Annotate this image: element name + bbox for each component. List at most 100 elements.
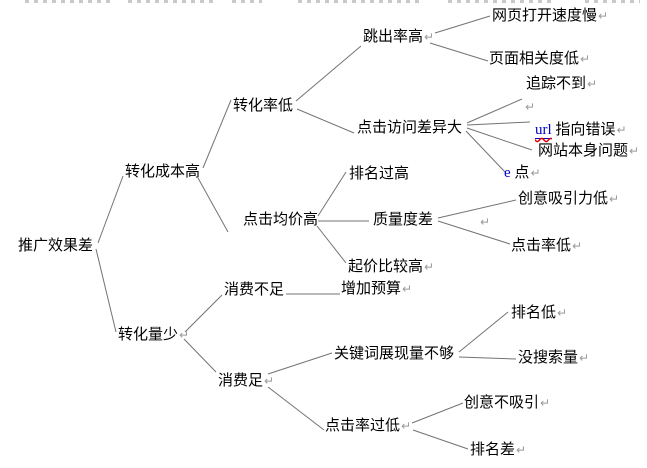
node-label: 起价比较高 [348,259,424,275]
clipped-text-row [448,0,555,3]
node-label: 页面相关度低 [489,51,580,67]
connector-line [95,248,117,333]
node-label: 转化量少 [118,327,179,343]
node-keyword-impressions-low[interactable]: 关键词展现量不够 [334,347,454,362]
paragraph-mark-icon: ↵ [579,351,590,365]
node-creative-appeal-low[interactable]: 创意吸引力低↵ [518,192,619,207]
connector-line [434,15,491,34]
connector-line [458,356,517,360]
node-label: 增加预算 [341,281,402,297]
node-page-relevance-low[interactable]: 页面相关度低↵ [489,52,590,67]
node-rank-too-high[interactable]: 排名过高 [349,167,409,182]
paragraph-mark-icon: ↵ [629,144,640,158]
node-label: 追踪不到 [526,76,587,92]
connector-line [437,199,517,219]
connector-line [197,177,229,233]
connector-line [458,311,509,353]
node-label: 点 [510,165,530,181]
node-label: 指向错误 [551,122,616,138]
node-label: 网站本身问题 [538,143,629,159]
node-click-visit-gap-large[interactable]: 点击访问差异大 [357,121,462,136]
node-label: 点击率低 [511,238,572,254]
node-spend-enough[interactable]: 消费足↵ [218,374,274,389]
node-label: 消费足 [218,373,264,389]
node-conversion-volume-low[interactable]: 转化量少↵ [118,328,189,343]
connector-line [466,127,533,151]
node-label: 没搜索量 [518,350,579,366]
node-rank-poor[interactable]: 排名差↵ [470,443,526,458]
paragraph-mark-icon: ↵ [540,396,551,410]
paragraph-mark-icon: ↵ [587,77,598,91]
node-rank-low[interactable]: 排名低↵ [511,306,567,321]
clipped-text-row [25,0,115,3]
paragraph-mark-icon: ↵ [530,166,541,180]
node-label: 创意不吸引 [464,395,540,411]
node-label: 排名低 [511,305,557,321]
connector-line [412,429,469,450]
paragraph-mark-icon: ↵ [424,260,435,274]
node-cpc-high[interactable]: 点击均价高 [243,213,318,228]
paragraph-mark-icon: ↵ [580,52,591,66]
node-cannot-track[interactable]: 追踪不到↵ [526,77,597,92]
node-website-own-problem[interactable]: 网站本身问题↵ [538,144,639,159]
paragraph-mark-icon: ↵ [179,328,190,342]
node-bounce-rate-high[interactable]: 跳出率高↵ [363,30,434,45]
node-conversion-rate-low[interactable]: 转化率低 [233,99,293,114]
node-spend-insufficient[interactable]: 消费不足 [224,283,284,298]
connector-line [184,294,223,333]
paragraph-mark-icon: ↵ [264,374,275,388]
node-label: 点击访问差异大 [357,120,463,136]
node-label: 创意吸引力低 [518,191,609,207]
node-creative-unattractive[interactable]: 创意不吸引↵ [464,396,550,411]
node-label: 关键词展现量不够 [334,346,455,362]
node-url-points-wrong[interactable]: url 指向错误↵ [535,122,627,139]
paragraph-mark-icon: ↵ [480,215,491,229]
connector-line [466,98,523,124]
node-no-search-volume[interactable]: 没搜索量↵ [518,351,589,366]
node-label: 网页打开速度慢 [492,8,598,24]
node-conversion-cost-high[interactable]: 转化成本高 [125,165,200,180]
node-label: 消费不足 [224,282,285,298]
node-ctr-too-low[interactable]: 点击率过低↵ [325,419,411,434]
node-empty-paragraph[interactable]: ↵ [479,215,490,230]
paragraph-mark-icon: ↵ [616,123,627,137]
connector-line [183,338,217,373]
node-label: 转化率低 [233,98,294,114]
clipped-text-row [232,0,262,3]
connector-line [437,220,511,245]
node-root[interactable]: 推广效果差 [18,239,93,254]
connector-line [317,171,347,217]
paragraph-mark-icon: ↵ [609,192,620,206]
connector-line [429,42,489,62]
paragraph-mark-icon: ↵ [424,30,435,44]
node-label: 排名差 [470,442,516,458]
node-e-dot[interactable]: e 点↵ [504,166,541,181]
connector-line [267,352,333,375]
paragraph-mark-icon: ↵ [402,282,413,296]
node-label: 点击均价高 [243,212,319,228]
node-label: 排名过高 [349,166,410,182]
connector-line [97,175,124,244]
node-start-price-high[interactable]: 起价比较高↵ [348,260,434,275]
connector-line [202,99,232,169]
node-increase-budget[interactable]: 增加预算↵ [341,282,412,297]
url-misspelled-word: url [535,122,552,139]
paragraph-mark-icon: ↵ [572,239,583,253]
connector-line [267,386,325,431]
connector-line [411,402,464,424]
paragraph-mark-icon: ↵ [598,9,609,23]
connector-line [466,121,531,126]
node-quality-score-poor[interactable]: 质量度差 [373,213,433,228]
node-label: 转化成本高 [125,164,201,180]
connector-line [316,225,347,264]
node-label: 推广效果差 [18,238,94,254]
node-ctr-low[interactable]: 点击率低↵ [511,239,582,254]
node-page-open-slow[interactable]: 网页打开速度慢↵ [492,9,608,24]
node-label: 质量度差 [373,212,434,228]
clipped-text-row [585,0,640,3]
paragraph-mark-icon: ↵ [557,306,568,320]
connector-line [465,130,506,173]
node-empty-branch[interactable]: ↵ [524,100,535,115]
